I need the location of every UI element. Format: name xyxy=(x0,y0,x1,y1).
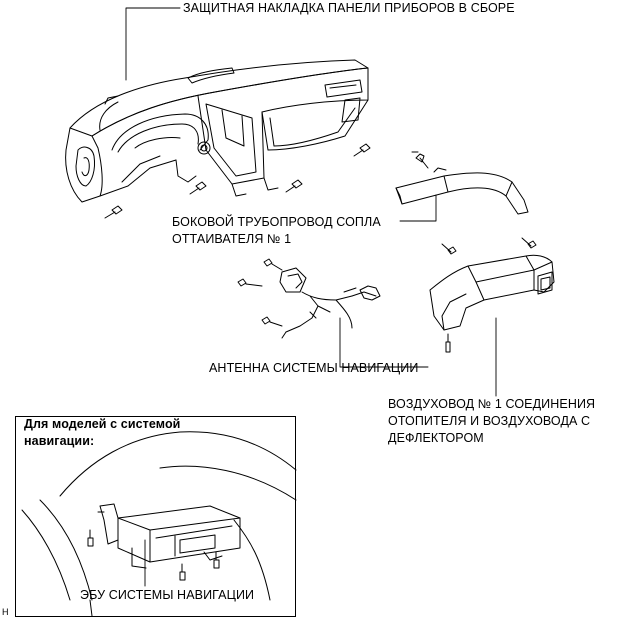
heater-duct-label-line2: ОТОПИТЕЛЯ И ВОЗДУХОВОДА С xyxy=(388,414,591,428)
leader-antenna xyxy=(339,317,429,368)
leader-lines xyxy=(125,7,497,587)
bolt-icon xyxy=(189,181,207,195)
inset-title-line2: навигации: xyxy=(24,434,95,448)
corner-mark: H xyxy=(2,607,9,617)
bolt-icon xyxy=(353,143,371,157)
inset-drawing-ecu xyxy=(21,431,297,617)
dashboard-pad-label: ЗАЩИТНАЯ НАКЛАДКА ПАНЕЛИ ПРИБОРОВ В СБОР… xyxy=(183,1,515,15)
bolt-icon xyxy=(441,243,457,255)
bolt-icon xyxy=(285,179,303,193)
navigation-antenna xyxy=(237,258,381,339)
leader-side-duct xyxy=(399,194,437,222)
heater-duct-label-line1: ВОЗДУХОВОД № 1 СОЕДИНЕНИЯ xyxy=(388,397,596,411)
side-duct-label-line1: БОКОВОЙ ТРУБОПРОВОД СОПЛА xyxy=(172,215,381,229)
bolt-icon xyxy=(237,278,263,287)
ecu-label: ЭБУ СИСТЕМЫ НАВИГАЦИИ xyxy=(80,588,255,602)
antenna-label: АНТЕННА СИСТЕМЫ НАВИГАЦИИ xyxy=(209,361,419,375)
bolt-icon xyxy=(179,563,186,581)
bolt-icon xyxy=(87,529,94,547)
side-duct-label-line2: ОТТАИВАТЕЛЯ № 1 xyxy=(172,232,292,246)
inset-title-line1: Для моделей с системой xyxy=(24,417,181,431)
pad-bolts xyxy=(104,143,371,219)
bolt-icon xyxy=(521,237,537,249)
screw-icon xyxy=(411,151,429,169)
side-defroster-duct xyxy=(395,151,529,215)
leader-dashboard xyxy=(125,7,181,81)
inset-frame xyxy=(15,416,296,617)
heater-register-duct xyxy=(429,237,555,353)
bolt-icon xyxy=(263,258,283,271)
bolt-icon xyxy=(261,316,283,327)
heater-duct-label-line3: ДЕФЛЕКТОРОМ xyxy=(388,431,484,445)
bolt-icon xyxy=(445,333,451,353)
instrument-panel-pad xyxy=(65,59,369,203)
bolt-icon xyxy=(104,205,123,219)
bolt-icon xyxy=(213,551,220,569)
